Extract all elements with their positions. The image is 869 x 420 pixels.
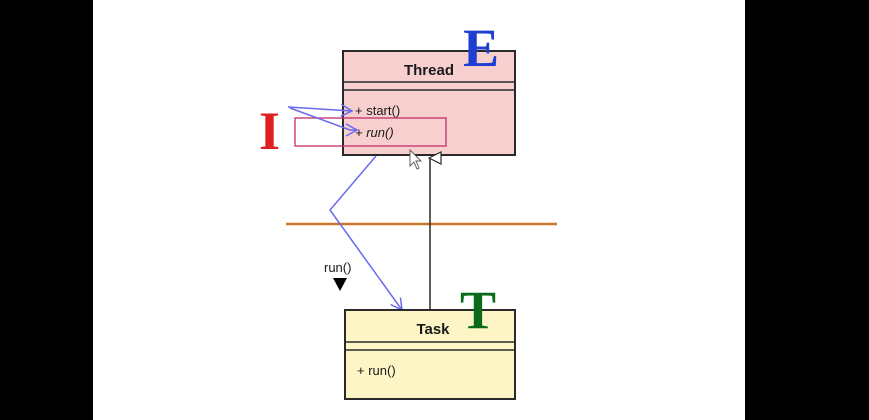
call-direction-triangle-icon [333,278,347,291]
task-box-body [344,309,516,400]
arrow-to-start [287,103,354,117]
thread-class-box: Thread + start() + run() [342,50,516,156]
marker-letter-e: E [463,18,499,78]
task-class-name: Task [416,321,450,338]
thread-box-body [342,50,516,156]
call-label: run() [324,260,351,275]
thread-method-start: + start() [355,103,400,118]
task-method-run: + run() [357,363,396,378]
arrow-to-run [289,107,359,137]
thread-method-run: + run() [355,125,394,140]
call-path-arrow [329,155,403,312]
marker-letter-i: I [259,101,280,161]
run-method-highlight [294,117,447,147]
mouse-cursor-icon [409,148,423,170]
thread-class-name: Thread [404,62,454,79]
task-class-box: Task + run() [344,309,516,400]
marker-letter-t: T [460,280,496,340]
